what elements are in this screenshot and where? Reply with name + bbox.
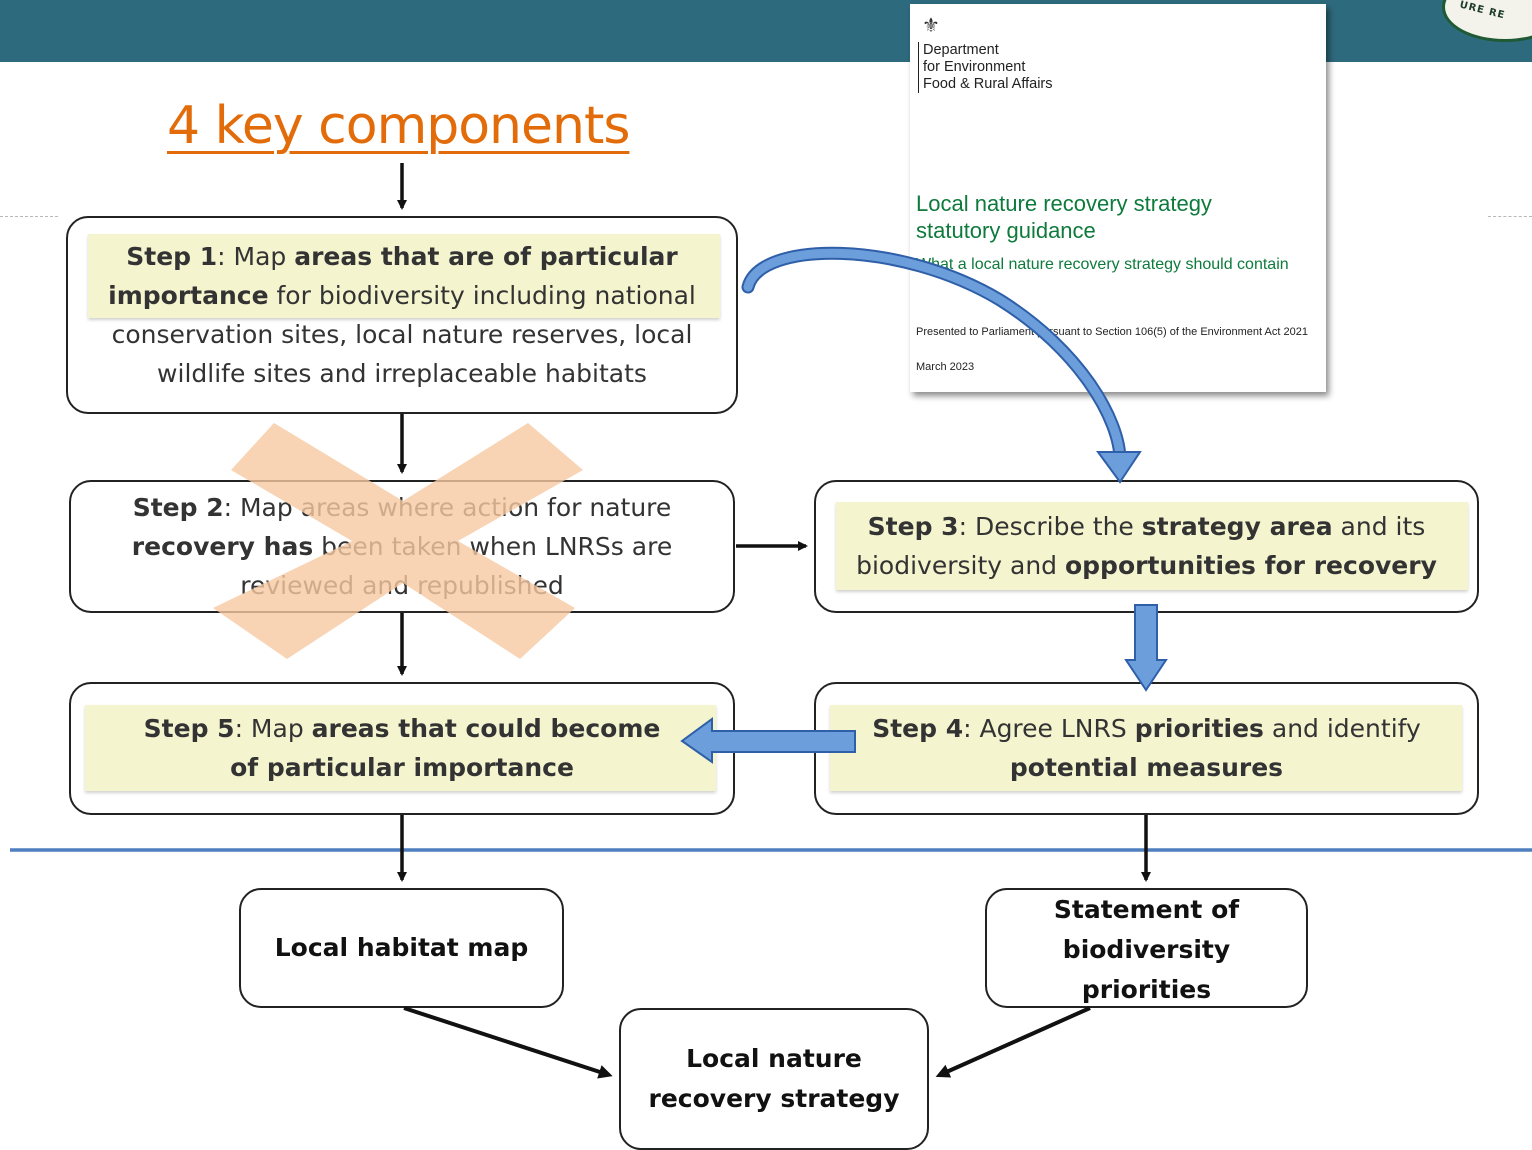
step1-highlight [88,234,720,318]
step2-text: Step 2: Map areas where action for natur… [131,493,673,600]
right-dashed-rule [1488,216,1532,217]
document-presented-note: Presented to Parliament pursuant to Sect… [916,326,1308,338]
statement-box [985,888,1308,1008]
statement-to-lnrs-arrow [935,1006,1091,1078]
logo-text: URE RE [1458,0,1507,22]
lnrs-label: Local nature recovery strategy [648,1044,900,1113]
document-subtitle: What a local nature recovery strategy sh… [916,256,1289,273]
step5-highlight [85,705,716,791]
step3-to-step4-blue-arrow [1124,604,1168,692]
curved-blue-arrowhead [1096,451,1142,484]
guidance-document-cover: ⚜ Department for Environment Food & Rura… [910,4,1326,392]
step5-text: Step 5: Map areas that could become of p… [143,714,661,782]
document-date: March 2023 [916,361,975,373]
department-name: Department for Environment Food & Rural … [918,42,1053,93]
step4-text: Step 4: Agree LNRS priorities and identi… [872,714,1421,782]
step4-highlight [830,705,1462,791]
step1-text: Step 1: Map areas that are of particular… [108,242,696,388]
document-title: Local nature recovery strategy statutory… [916,191,1212,243]
royal-crest-icon: ⚜ [922,13,940,37]
habitat-map-label: Local habitat map [274,933,529,962]
habitat-map-to-lnrs-arrow [403,1006,613,1079]
step3-text: Step 3: Describe the strategy area and i… [856,512,1437,580]
statement-label: Statement of biodiversity priorities [1053,895,1240,1004]
lnrs-box [619,1008,929,1150]
left-dashed-rule [0,216,58,217]
step3-highlight [836,502,1468,590]
habitat-map-box [239,888,564,1008]
slide-title: 4 key components [167,96,630,156]
